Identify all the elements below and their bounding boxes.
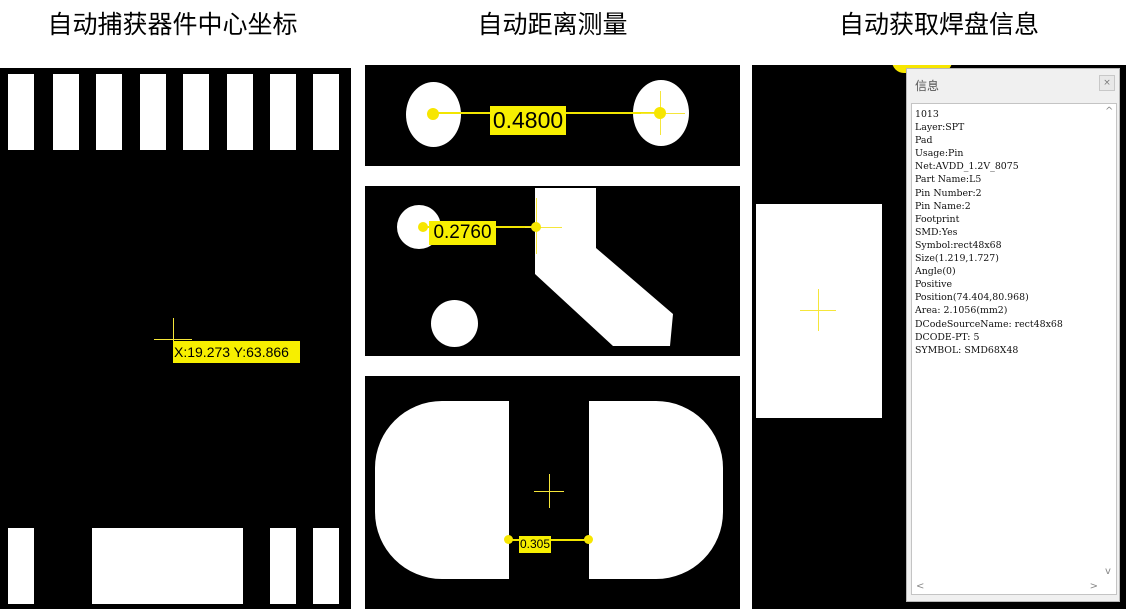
info-line: Pin Name:2 (915, 200, 971, 212)
shape-crosshair-h (525, 227, 562, 228)
pad-top-7[interactable] (270, 74, 296, 150)
title-distance-measure: 自动距离测量 (477, 10, 628, 39)
info-window-title: 信息 (915, 79, 940, 93)
scroll-up-icon[interactable]: ^ (1105, 106, 1114, 117)
horizontal-scrollbar[interactable]: < > (912, 580, 1102, 594)
measure-value-top: 0.4800 (490, 106, 566, 135)
half-pad-left[interactable] (375, 401, 509, 579)
info-line: Pad (915, 135, 933, 147)
info-line: Layer:SPT (915, 122, 965, 134)
pad-top-4[interactable] (140, 74, 166, 150)
gap-crosshair-v (549, 474, 550, 508)
l-shaped-pad[interactable] (365, 186, 740, 356)
info-line: DCodeSourceName: rect48x68 (915, 318, 1063, 330)
canvas-capture-center[interactable]: X:19.273 Y:63.866 (0, 68, 351, 609)
close-icon[interactable]: × (1099, 75, 1115, 91)
measure-point-circle (418, 222, 428, 232)
pad-top-2[interactable] (53, 74, 79, 150)
measure-point-left (427, 108, 439, 120)
measure-point-right (654, 107, 666, 119)
info-line: Net:AVDD_1.2V_8075 (915, 161, 1019, 173)
info-line: Footprint (915, 213, 960, 225)
info-line: Pin Number:2 (915, 187, 982, 199)
center-crosshair-v (173, 318, 174, 358)
measure-point-gap-left (504, 535, 513, 544)
selected-pad[interactable] (756, 204, 882, 418)
measure-value-middle: 0.2760 (429, 221, 496, 245)
info-line: Part Name:L5 (915, 174, 982, 186)
canvas-measure-top[interactable]: 0.4800 (365, 65, 740, 166)
info-line: Angle(0) (915, 266, 956, 278)
vertical-scrollbar[interactable]: ^ v (1102, 104, 1116, 580)
title-capture-center: 自动捕获器件中心坐标 (47, 10, 298, 39)
pad-bottom-2[interactable] (270, 528, 296, 604)
selected-pad-crosshair-v (818, 289, 819, 331)
pad-top-8[interactable] (313, 74, 339, 150)
round-pad-bottom[interactable] (431, 300, 478, 347)
pad-top-6[interactable] (227, 74, 253, 150)
pad-top-3[interactable] (96, 74, 122, 150)
half-pad-right[interactable] (589, 401, 723, 579)
info-line: Position(74.404,80.968) (915, 292, 1029, 304)
pad-bottom-large[interactable] (92, 528, 243, 604)
info-line: Usage:Pin (915, 148, 964, 160)
info-line: DCODE-PT: 5 (915, 331, 980, 343)
canvas-measure-bottom[interactable]: 0.305 (365, 376, 740, 609)
pad-top-1[interactable] (8, 74, 34, 150)
info-line: Positive (915, 279, 952, 291)
info-line: Area: 2.1056(mm2) (915, 305, 1008, 317)
info-line: 1013 (915, 109, 939, 120)
info-line: Size(1.219,1.727) (915, 253, 999, 265)
measure-point-gap-right (584, 535, 593, 544)
scroll-right-icon[interactable]: > (1089, 581, 1098, 592)
coordinate-label: X:19.273 Y:63.866 (173, 341, 300, 363)
info-line: SMD:Yes (915, 226, 958, 238)
pad-bottom-3[interactable] (313, 528, 339, 604)
info-line: Symbol:rect48x68 (915, 239, 1002, 251)
measure-point-shape (531, 222, 541, 232)
scroll-left-icon[interactable]: < (916, 581, 925, 592)
info-line: SYMBOL: SMD68X48 (915, 344, 1019, 356)
scroll-down-icon[interactable]: v (1105, 566, 1111, 577)
pad-bottom-1[interactable] (8, 528, 34, 604)
title-pad-info: 自动获取焊盘信息 (838, 10, 1039, 39)
measure-value-bottom: 0.305 (519, 536, 551, 553)
canvas-measure-middle[interactable]: 0.2760 (365, 186, 740, 356)
pad-top-5[interactable] (183, 74, 209, 150)
